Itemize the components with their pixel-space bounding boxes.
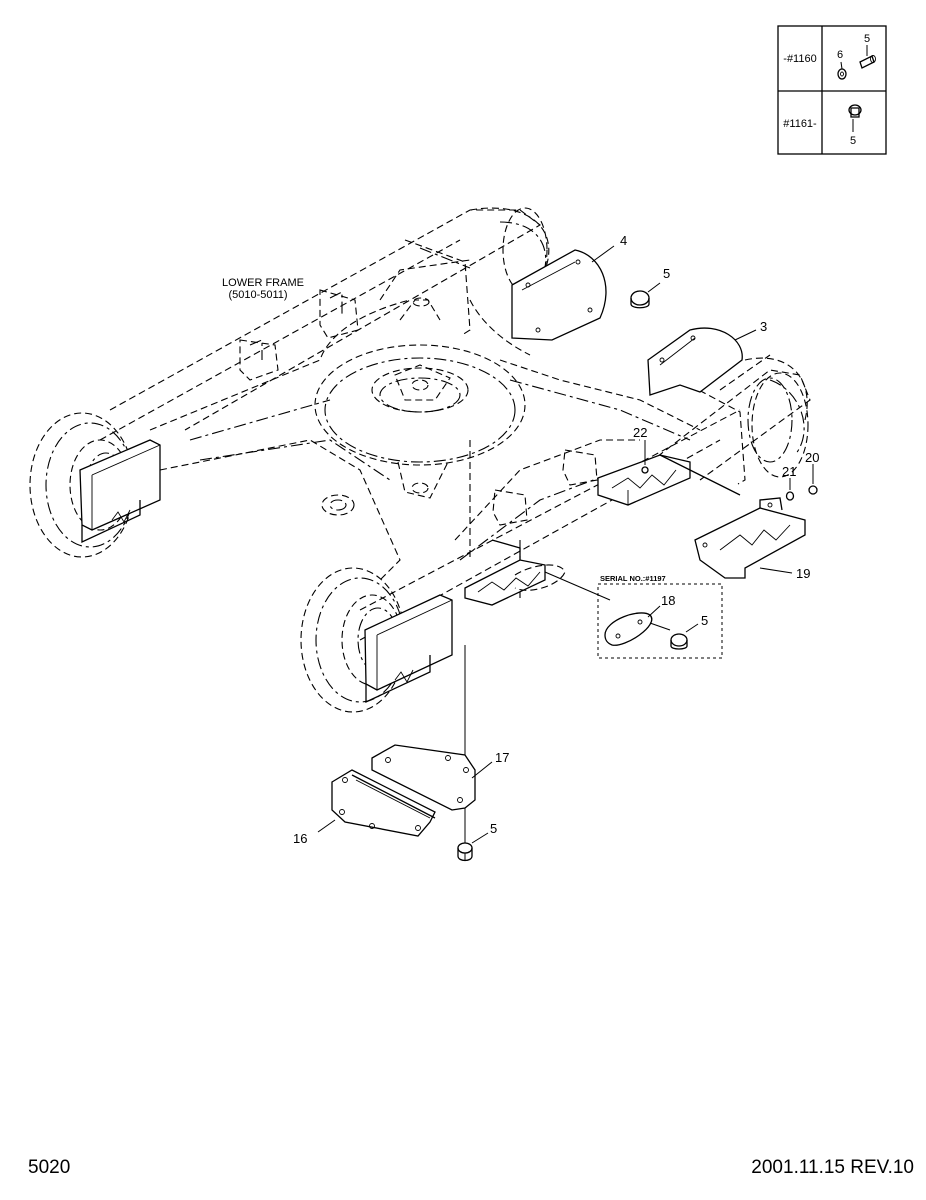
lower-frame-assembly [29, 207, 811, 713]
callout-part-18: 18 [661, 593, 675, 608]
serial-table-row2-part-a: 5 [850, 135, 856, 147]
bolt-icon [859, 45, 876, 69]
serial-table-row2-label: #1161- [783, 118, 817, 130]
lower-frame-range-label: (5010-5011) [228, 289, 287, 301]
part-3-side-cover [647, 327, 757, 396]
callout-part-5-upper: 5 [663, 266, 670, 281]
part-17-bottom-cover [371, 744, 493, 811]
page-number: 5020 [28, 1157, 71, 1178]
serial-table: -#1160 #1161- 6 5 5 [777, 25, 887, 155]
callout-part-16: 16 [293, 831, 307, 846]
serial-table-row1-part-b: 5 [864, 33, 870, 45]
callout-part-20: 20 [805, 450, 819, 465]
flange-bolt-icon [848, 104, 862, 132]
callout-part-17: 17 [495, 750, 509, 765]
part-5-bolt-upper [630, 282, 661, 309]
callout-part-3: 3 [760, 319, 767, 334]
callout-part-5-serial: 5 [701, 613, 708, 628]
track-frame-end-blocks [79, 439, 453, 704]
serial-table-row1-part-a: 6 [837, 49, 843, 61]
serial-detail-box: SERIAL NO.:#1197 [597, 574, 723, 659]
front-step-bracket [464, 539, 611, 606]
callout-part-19: 19 [796, 566, 810, 581]
callout-part-21: 21 [782, 464, 796, 479]
callout-part-5-lower: 5 [490, 821, 497, 836]
part-20-nut [808, 464, 818, 495]
part-16-bottom-cover [317, 769, 436, 837]
serial-note-label: SERIAL NO.:#1197 [600, 574, 666, 583]
part-19-step [694, 497, 806, 579]
part-4-cover-plate [511, 245, 615, 341]
serial-table-row1-label: -#1160 [783, 53, 816, 65]
part-5-bolt-lower [457, 832, 489, 862]
lower-frame-label: LOWER FRAME [222, 277, 304, 289]
callout-part-4: 4 [620, 233, 627, 248]
part-21-washer [785, 478, 795, 501]
washer-icon [837, 61, 847, 80]
revision-date: 2001.11.15 REV.10 [751, 1157, 914, 1178]
callout-part-22: 22 [633, 425, 647, 440]
part-22-step-bracket [597, 440, 741, 506]
